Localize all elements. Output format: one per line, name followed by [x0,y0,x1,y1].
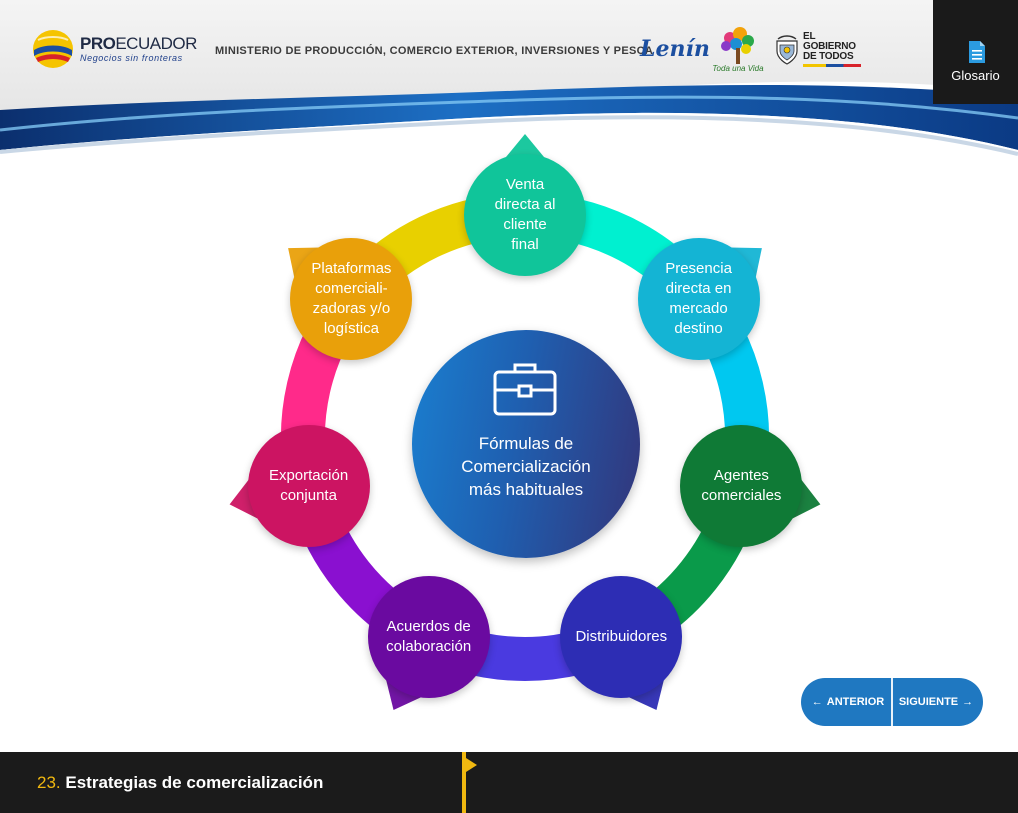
brand-slogan: Negocios sin fronteras [80,53,183,63]
diagram-node-line: Presencia [665,259,732,277]
center-title-line: más habituales [468,480,584,499]
center-title-line: Comercialización [461,457,591,476]
diagram-node-line: comerciali- [315,279,388,297]
diagram-node-text: Presencia directa en mercado destino [665,259,732,339]
diagram-node-line: Exportación [268,467,349,485]
nav-divider [891,678,893,726]
next-label: SIGUIENTE [898,696,959,708]
center-circle: Fórmulas de Comercialización más habitua… [412,330,640,558]
toda-una-vida-logo: Toda una Vida [712,26,764,76]
center-title: Fórmulas de Comercialización más habitua… [412,432,640,501]
header-wave-background [0,0,1018,165]
header: PROECUADOR Negocios sin fronteras MINIST… [0,0,1018,165]
glossary-button[interactable]: Glosario [933,0,1018,104]
proecuador-logo: PROECUADOR Negocios sin fronteras [32,28,197,70]
diagram-node-line: logística [323,319,379,337]
diagram-node-line: Venta [505,176,545,193]
diagram-node-line: destino [674,319,723,337]
section-title: 23. Estrategias de comercialización [37,773,323,793]
tree-icon [721,27,754,64]
diagram-node[interactable]: Agentes comerciales [680,425,803,548]
previous-button[interactable]: ← ANTERIOR [801,678,891,726]
ministry-title: MINISTERIO DE PRODUCCIÓN, COMERCIO EXTER… [215,45,654,57]
center-title-line: Fórmulas de [478,434,574,453]
diagram-node-line: Plataformas [311,259,392,277]
gobierno-logo: EL GOBIERNO DE TODOS [774,32,861,67]
footer-bar: 23. Estrategias de comercialización [0,752,1018,813]
gov-line-2: GOBIERNO [803,41,856,52]
diagram-node-line: conjunta [280,487,337,505]
proecuador-ball-icon [33,30,73,68]
brand-name: PROECUADOR [80,34,197,53]
arrow-right-icon: → [962,696,974,708]
diagram-node-line: comerciales [701,487,782,505]
previous-label: ANTERIOR [826,696,885,708]
next-button[interactable]: SIGUIENTE → [893,678,983,726]
gov-flag-bar [803,64,861,67]
tree-logo-caption: Toda una Vida [712,64,764,73]
node-pointer [504,134,546,159]
diagram-node[interactable]: Venta directa al cliente final [464,154,586,276]
flag-pole [462,752,466,813]
diagram-node-line: mercado [669,299,728,317]
gov-line-3: DE TODOS [803,51,854,62]
gov-line-1: EL [803,31,816,42]
diagram-node-text: Plataformas comerciali-zadoras y/o logísti… [311,259,391,339]
navigation-buttons: ← ANTERIOR SIGUIENTE → [801,678,983,726]
glossary-label: Glosario [951,68,1000,83]
briefcase-icon [493,363,557,416]
arrow-left-icon: ← [811,696,823,708]
diagram-node-text: Exportación conjunta [269,466,348,506]
lenin-logo: Lenín [640,36,710,62]
diagram-node-line: Distribuidores [575,628,668,645]
diagram-node-line: final [511,236,539,253]
diagram-node-line: colaboración [386,638,472,655]
diagram-node[interactable]: Plataformas comerciali-zadoras y/o logísti… [290,237,413,360]
diagram-node-line: cliente [503,216,547,233]
diagram-node[interactable]: Acuerdos de colaboración [367,576,490,698]
diagram-node-text: Distribuidores [575,627,667,647]
diagram-node-line: zadoras y/o [312,299,391,317]
diagram-node-line: directa en [665,279,732,297]
diagram-node[interactable]: Exportación conjunta [247,425,370,548]
diagram-node[interactable]: Presencia directa en mercado destino [637,237,760,360]
diagram-node-line: directa al [494,196,556,213]
diagram-node-text: Acuerdos de colaboración [386,617,471,657]
diagram-node-line: Acuerdos de [386,618,471,635]
diagram-node[interactable]: Distribuidores [560,576,683,698]
flag-icon [466,758,477,772]
section-title-text: Estrategias de comercialización [65,773,324,792]
diagram-node-text: Agentes comerciales [701,466,781,506]
section-number: 23. [37,773,61,792]
national-seal-icon [776,34,798,65]
diagram-node-line: Agentes [713,467,769,485]
diagram-node-text: Venta directa al cliente final [495,175,556,255]
document-icon [969,41,985,63]
